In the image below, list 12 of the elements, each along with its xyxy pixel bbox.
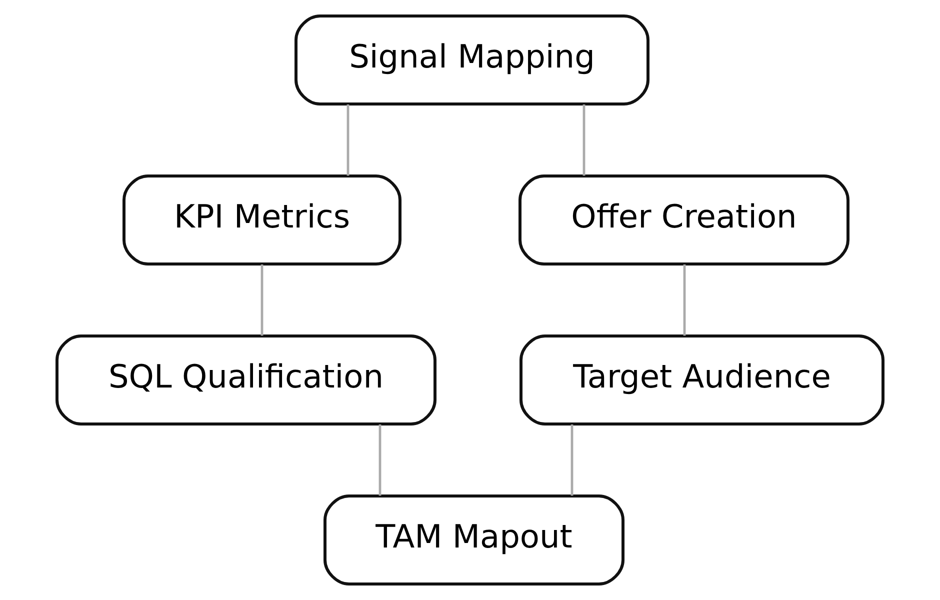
connector — [378, 424, 382, 496]
node-box: Target Audience — [520, 334, 884, 426]
node-box: Offer Creation — [518, 174, 850, 266]
node-box: KPI Metrics — [122, 174, 402, 266]
connector — [683, 264, 686, 336]
node-box: Signal Mapping — [294, 14, 650, 106]
connector — [260, 264, 264, 336]
connector — [582, 104, 586, 176]
node-box: TAM Mapout — [324, 494, 624, 586]
connector — [570, 424, 574, 496]
connector — [346, 104, 350, 176]
node-box: SQL Qualification — [56, 334, 436, 426]
